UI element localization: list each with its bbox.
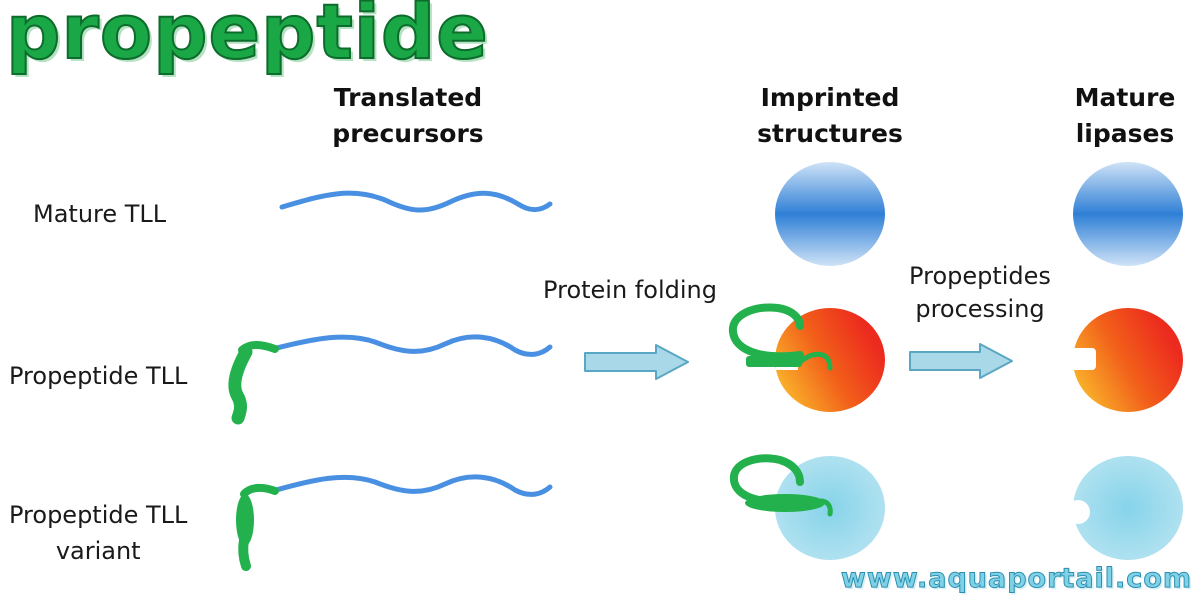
step-label-protein-folding: Protein folding — [543, 276, 717, 304]
column-header-translated-precursors: Translated precursors — [332, 83, 484, 148]
propeptide-tail-tll-variant — [236, 483, 279, 571]
row-label-mature-tll: Mature TLL — [33, 200, 167, 228]
arrow-protein-folding — [584, 344, 689, 380]
domain-mature-lipase-tll — [1073, 162, 1183, 266]
chain-mature-tll — [279, 190, 553, 213]
step-label-propeptides-processing: Propeptides processing — [909, 262, 1051, 323]
chain-propeptide-tll — [269, 334, 553, 357]
propeptide-bound-imprinted — [728, 303, 833, 371]
column-header-mature-lipases: Mature lipases — [1074, 83, 1176, 148]
propeptide-tail-tll — [228, 341, 279, 425]
row-label-propeptide-tll-variant: Propeptide TLL variant — [9, 501, 188, 565]
arrow-propeptides-processing — [909, 343, 1013, 379]
watermark-url: www.aquaportail.com — [840, 563, 1192, 595]
row-label-propeptide-tll: Propeptide TLL — [9, 362, 188, 390]
propeptide-variant-bound-imprinted — [729, 454, 833, 517]
chain-propeptide-tll-variant — [269, 474, 553, 497]
domain-mature-lipase-variant — [1066, 456, 1183, 560]
page-title: propeptide — [5, 0, 489, 77]
column-header-imprinted-structures: Imprinted structures — [757, 83, 903, 148]
domain-mature-lipase-propeptide — [1068, 308, 1183, 412]
domain-imprinted-mature — [775, 162, 885, 266]
